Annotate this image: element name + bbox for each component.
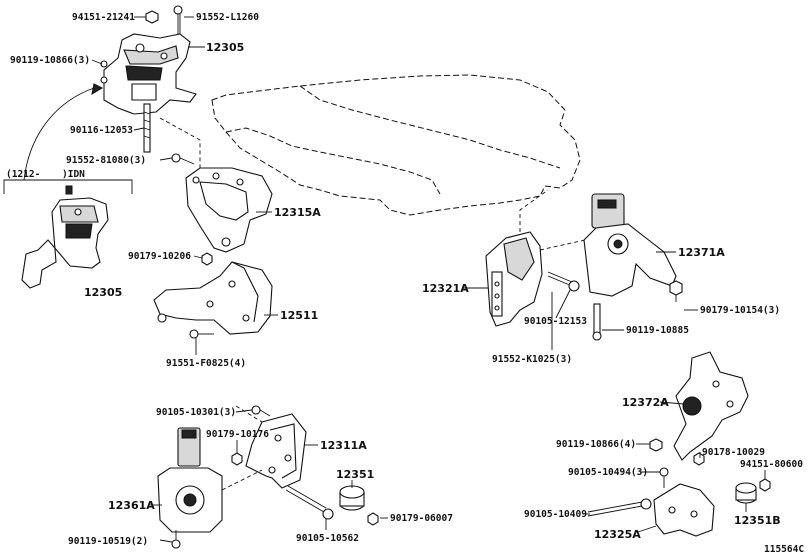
engine-mount-12371A <box>583 193 677 297</box>
label-91552-81080-3: 91552-81080(3) <box>66 155 146 166</box>
label-90178-10029: 90178-10029 <box>702 447 765 458</box>
engine-block-outline <box>211 74 581 216</box>
bolts-90105-10301 <box>251 405 271 417</box>
bolt-90105-10409 <box>587 498 652 517</box>
label-12305-top: 12305 <box>206 41 244 54</box>
label-12351B: 12351B <box>734 514 781 527</box>
catalog-code: 115564C <box>764 544 804 555</box>
label-90105-10494-3: 90105-10494(3) <box>568 467 648 478</box>
bracket-12315A <box>185 167 273 253</box>
curved-arrow-icon <box>23 83 104 181</box>
label-12511: 12511 <box>280 309 318 322</box>
nut-90179-10176 <box>231 452 243 466</box>
label-91552-L1260: 91552-L1260 <box>196 12 259 23</box>
stud-90116-12053 <box>143 103 151 153</box>
label-90105-12153: 90105-12153 <box>524 316 587 327</box>
engine-mount-12305-top <box>103 33 197 115</box>
insulator-12361A <box>157 427 223 533</box>
nut-90179-10206 <box>201 252 213 266</box>
nut-94151-80600 <box>759 478 771 492</box>
label-90119-10866-3: 90119-10866(3) <box>10 55 90 66</box>
label-90105-10409: 90105-10409 <box>524 509 587 520</box>
label-90179-10154-3: 90179-10154(3) <box>700 305 780 316</box>
variant-note-open: (1212- <box>6 169 40 180</box>
bolt-90119-10866-4 <box>649 438 663 452</box>
label-12305-bottom: 12305 <box>84 286 122 299</box>
leader-lines <box>91 16 766 543</box>
bracket-12311A <box>245 413 307 489</box>
label-90179-06007: 90179-06007 <box>390 513 453 524</box>
bracket-12511 <box>153 261 273 335</box>
label-12321A: 12321A <box>422 282 469 295</box>
bracket-12372A <box>673 351 749 461</box>
bolt-90119-10885 <box>592 303 602 341</box>
label-90179-10206: 90179-10206 <box>128 251 191 262</box>
label-90119-10885: 90119-10885 <box>626 325 689 336</box>
label-90105-10301-3: 90105-10301(3) <box>156 407 236 418</box>
variant-note-close: )IDN <box>62 169 85 180</box>
bolt-90105-12153 <box>547 271 580 292</box>
spacer-90178-10029 <box>693 452 705 466</box>
label-12325A: 12325A <box>594 528 641 541</box>
part-labels: 94151-21241 91552-L1260 12305 90119-1086… <box>6 12 804 555</box>
label-90119-10866-4: 90119-10866(4) <box>556 439 636 450</box>
label-94151-80600: 94151-80600 <box>740 459 803 470</box>
nut-90179-06007 <box>367 512 379 526</box>
bolts-90119-10519 <box>171 530 181 549</box>
bolt-91552-81080 <box>171 153 195 165</box>
nut-90179-10154 <box>669 280 683 302</box>
bolt-91552-L1260 <box>173 5 183 34</box>
label-12372A: 12372A <box>622 396 669 409</box>
label-12351: 12351 <box>336 468 374 481</box>
engine-mount-12305-variant <box>21 185 109 289</box>
label-91551-F0825-4: 91551-F0825(4) <box>166 358 246 369</box>
label-12315A: 12315A <box>274 206 321 219</box>
label-90105-10562: 90105-10562 <box>296 533 359 544</box>
bracket-12325A <box>653 483 715 537</box>
stopper-12351 <box>339 485 365 511</box>
label-90116-12053: 90116-12053 <box>70 125 133 136</box>
label-94151-21241: 94151-21241 <box>72 12 135 23</box>
label-91552-K1025-3: 91552-K1025(3) <box>492 354 572 365</box>
bolts-90105-10494 <box>659 467 669 488</box>
label-12311A: 12311A <box>320 439 367 452</box>
label-90119-10519-2: 90119-10519(2) <box>68 536 148 547</box>
label-12371A: 12371A <box>678 246 725 259</box>
label-12361A: 12361A <box>108 499 155 512</box>
bolts-91551-F0825 <box>189 329 214 339</box>
bolt-90105-10562 <box>285 485 334 520</box>
stopper-12351B <box>735 482 757 504</box>
label-90179-10176: 90179-10176 <box>206 429 269 440</box>
variant-bracket <box>3 179 133 194</box>
bracket-12321A <box>485 231 543 327</box>
nut-94151-21241 <box>145 10 159 24</box>
